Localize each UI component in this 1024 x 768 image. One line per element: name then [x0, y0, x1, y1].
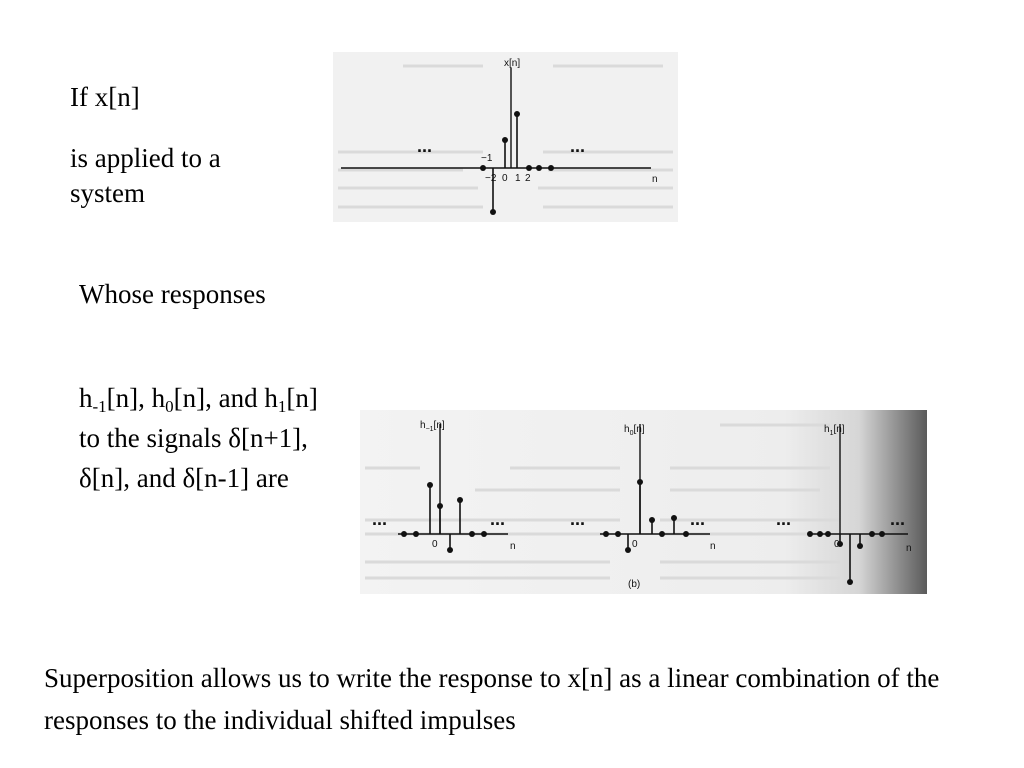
- left-ellipsis: ...: [570, 509, 585, 529]
- tick-label-0: 0: [502, 173, 508, 184]
- input-sequence-figure: x[n] n ... ... −2 −1 0 1 2: [333, 52, 678, 222]
- left-ellipsis: ...: [417, 136, 432, 156]
- stem: [847, 534, 853, 585]
- subscript-minus-one: -1: [92, 397, 107, 416]
- right-ellipsis: ...: [890, 509, 905, 529]
- stem: [671, 515, 677, 534]
- stem: [615, 531, 621, 537]
- stem: [825, 531, 831, 537]
- tick-label-minus-2: −2: [485, 173, 497, 184]
- panel-label: h0[n]: [624, 424, 645, 437]
- x-axis-label: n: [510, 541, 516, 552]
- stem: [490, 168, 496, 215]
- stem: [603, 531, 609, 537]
- stem: [857, 534, 863, 549]
- stem: [548, 165, 554, 171]
- panel-label: h1[n]: [824, 424, 845, 437]
- origin-label: 0: [632, 539, 638, 550]
- scan-background-text: [338, 64, 673, 209]
- panel-label: h−1[n]: [420, 420, 445, 433]
- stem: [869, 531, 875, 537]
- impulse-responses-plot: h−1[n] 0 n ... ... h0[n] 0 n ... ...: [365, 420, 912, 590]
- x-axis-label: n: [652, 174, 658, 185]
- panel-h-1: h1[n] 0 n ... ...: [776, 424, 912, 585]
- input-sequence-plot: x[n] n ... ... −2 −1 0 1 2: [338, 58, 673, 215]
- stem: [437, 503, 443, 534]
- tick-label-1: 1: [515, 173, 521, 184]
- stem: [481, 531, 487, 537]
- stem: [526, 165, 532, 171]
- stem: [837, 534, 843, 547]
- scan-background-text: [365, 423, 840, 580]
- panel-h-0: h0[n] 0 n ... ... (b): [570, 424, 716, 590]
- stem: [514, 111, 520, 168]
- origin-label: 0: [834, 539, 840, 550]
- whose-responses-line: Whose responses: [79, 279, 266, 309]
- responses-segment-1: [n], h: [106, 383, 166, 413]
- stem: [637, 479, 643, 534]
- y-axis-label: x[n]: [504, 58, 520, 69]
- subscript-zero: 0: [165, 397, 174, 416]
- superposition-conclusion: Superposition allows us to write the res…: [44, 663, 940, 735]
- stem: [536, 165, 542, 171]
- stem: [447, 534, 453, 553]
- stem: [807, 531, 813, 537]
- stem: [879, 531, 885, 537]
- right-ellipsis: ...: [490, 509, 505, 529]
- left-ellipsis: ...: [776, 509, 791, 529]
- responses-description: h-1[n], h0[n], and h1[n] to the signals …: [79, 378, 319, 498]
- stem: [413, 531, 419, 537]
- origin-label: 0: [432, 539, 438, 550]
- right-ellipsis: ...: [570, 136, 585, 156]
- tick-label-2: 2: [525, 173, 531, 184]
- applied-line: is applied to a system: [70, 143, 221, 208]
- stem: [625, 534, 631, 553]
- stem: [502, 137, 508, 168]
- stem: [457, 497, 463, 534]
- x-axis-label: n: [906, 543, 912, 554]
- panel-h-minus-1: h−1[n] 0 n ... ...: [372, 420, 516, 553]
- intro-line: If x[n]: [70, 82, 140, 112]
- x-axis-label: n: [710, 541, 716, 552]
- stem: [649, 517, 655, 534]
- figure-caption: (b): [628, 579, 640, 590]
- h-symbol: h: [79, 383, 93, 413]
- stem: [427, 482, 433, 534]
- responses-segment-3: [n] to the signals δ[n+1], δ[n], and δ[n…: [79, 383, 318, 493]
- impulse-responses-figure: h−1[n] 0 n ... ... h0[n] 0 n ... ...: [360, 410, 927, 594]
- stem: [469, 531, 475, 537]
- stem: [401, 531, 407, 537]
- tick-label-minus-1: −1: [481, 153, 493, 164]
- stem: [683, 531, 689, 537]
- right-ellipsis: ...: [690, 509, 705, 529]
- stem: [817, 531, 823, 537]
- stem: [659, 531, 665, 537]
- subscript-one: 1: [277, 397, 287, 416]
- responses-segment-2: [n], and h: [173, 383, 278, 413]
- stem: [480, 165, 486, 171]
- left-ellipsis: ...: [372, 509, 387, 529]
